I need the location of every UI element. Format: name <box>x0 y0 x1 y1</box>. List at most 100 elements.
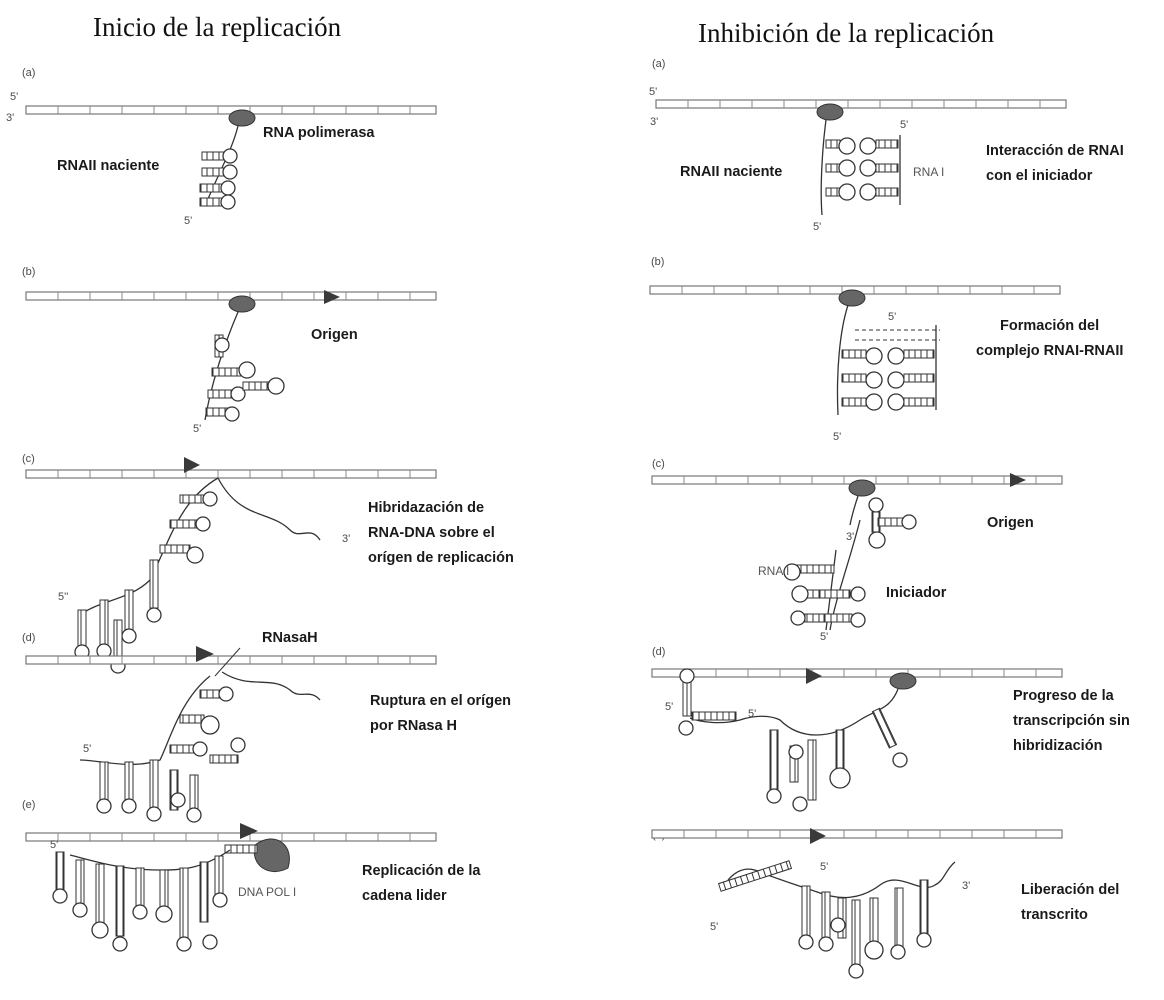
primer-label: Iniciador <box>886 585 947 601</box>
caption-line-2: RNA-DNA sobre el <box>368 525 495 541</box>
five-prime-end: 5' <box>710 921 718 933</box>
rna-polymerase-label: RNA polimerasa <box>263 125 375 141</box>
caption-line-1: Ruptura en el orígen <box>370 693 511 709</box>
released-strand <box>719 861 792 891</box>
five-prime-end: 5' <box>184 215 192 227</box>
caption-line-3: hibridización <box>1013 738 1102 754</box>
dna-bar-body <box>26 292 436 300</box>
duplex-complex <box>842 325 940 410</box>
dna-bar-body <box>26 106 436 114</box>
three-prime-label: 3' <box>6 112 14 124</box>
rna-polymerase-shape <box>890 673 916 689</box>
caption-line-1: Hibridazación de <box>368 500 484 516</box>
five-prime-end: 5' <box>193 423 201 435</box>
five-prime-label: 5' <box>10 91 18 103</box>
right-title: Inhibición de la replicación <box>698 18 995 48</box>
panel-label: (e) <box>22 799 35 811</box>
rnasah-label: RNasaH <box>262 630 318 646</box>
rnai-five-prime: 5' <box>900 119 908 131</box>
panel-label: (b) <box>651 256 664 268</box>
dna-bar-body <box>26 656 436 664</box>
right-panel-c: (c) Origen 3' RNA I Iniciador 5' <box>652 458 1062 643</box>
origin-label: Origen <box>987 515 1034 531</box>
three-prime-end: 3' <box>962 880 970 892</box>
five-prime-end: 5' <box>813 221 821 233</box>
right-panel-d: (d) 5' 5' Progreso de la transcripción s… <box>652 646 1130 811</box>
rna-polymerase-shape <box>849 480 875 496</box>
rnaii-strand <box>850 496 858 525</box>
origin-arrow-icon <box>1010 473 1026 487</box>
dna-pol-shape <box>254 839 289 872</box>
rna-polymerase-shape <box>229 296 255 312</box>
dna-duplex <box>26 833 436 841</box>
rna-polymerase-shape <box>229 110 255 126</box>
caption-line-2: transcripción sin <box>1013 713 1130 729</box>
rnaii-strand <box>821 120 826 215</box>
dna-bar-body <box>26 833 436 841</box>
rna-polymerase-shape <box>817 104 843 120</box>
dna-duplex <box>652 830 1062 838</box>
caption-line-1: Progreso de la <box>1013 688 1115 704</box>
caption-line-2: cadena lider <box>362 888 447 904</box>
five-prime-a: 5' <box>665 701 673 713</box>
rnai-label: RNA I <box>758 564 789 578</box>
caption-line-2: complejo RNAI-RNAII <box>976 343 1123 359</box>
three-prime-end: 3' <box>846 531 854 543</box>
rna-tail <box>222 672 320 700</box>
dna-duplex <box>656 100 1066 108</box>
right-panel-b: (b) 5' 5' Formación del complejo RNAI-RN… <box>650 256 1123 443</box>
nascent-rnaii-label: RNAII naciente <box>57 158 159 174</box>
dna-duplex <box>26 470 436 478</box>
right-panel-a: (a) 5' 3' 5' RNAII naciente RNA I 5' Int… <box>649 58 1124 233</box>
stem-loops <box>75 492 217 673</box>
dna-bar-body <box>656 100 1066 108</box>
stem-loops <box>679 669 907 811</box>
right-panel-e: (e) 5' 3' 5' Liberación del transcrito <box>652 828 1119 978</box>
caption-line-2: transcrito <box>1021 907 1088 923</box>
dna-pol-label: DNA POL I <box>238 885 296 899</box>
panel-label: (b) <box>22 266 35 278</box>
dna-bar-body <box>652 669 1062 677</box>
rna-polymerase-shape <box>839 290 865 306</box>
dna-duplex <box>26 656 436 664</box>
caption-line-1: Interacción de RNAI <box>986 143 1124 159</box>
caption-line-1: Liberación del <box>1021 882 1119 898</box>
five-prime-end: 5' <box>820 631 828 643</box>
five-prime-end: 5' <box>50 839 58 851</box>
five-prime-top: 5' <box>888 311 896 323</box>
caption-line-1: Replicación de la <box>362 863 481 879</box>
five-prime-end: 5' <box>83 743 91 755</box>
panel-label: (a) <box>652 58 665 70</box>
five-prime-end: 5' <box>833 431 841 443</box>
nascent-rnaii-label: RNAII naciente <box>680 164 782 180</box>
left-title: Inicio de la replicación <box>93 12 342 42</box>
rna-tail <box>218 478 320 540</box>
dna-duplex <box>26 292 436 300</box>
stem-loops <box>53 852 227 951</box>
caption-line-1: Formación del <box>1000 318 1099 334</box>
caption-line-2: con el iniciador <box>986 168 1093 184</box>
kissing-loops <box>826 138 898 200</box>
stem-loops <box>799 880 931 978</box>
five-prime-top: 5' <box>820 861 828 873</box>
left-panel-a: (a) 5' 3' RNA polimerasa RNAII naciente … <box>6 67 436 227</box>
three-prime-end: 3' <box>342 533 350 545</box>
five-prime-end: 5'' <box>58 591 68 603</box>
origin-label: Origen <box>311 327 358 343</box>
rnai-label: RNA I <box>913 165 944 179</box>
dna-bar-body <box>26 470 436 478</box>
panel-label: (a) <box>22 67 35 79</box>
caption-line-2: por RNasa H <box>370 718 457 734</box>
five-prime-label: 5' <box>649 86 657 98</box>
left-panel-b: (b) Origen 5' <box>22 266 436 435</box>
panel-label: (d) <box>22 632 35 644</box>
dna-bar-body <box>652 830 1062 838</box>
caption-line-3: orígen de replicación <box>368 550 514 566</box>
stem-loop <box>200 149 237 209</box>
panel-label: (c) <box>652 458 665 470</box>
stem-loops <box>206 335 284 421</box>
left-panel-d: (d) RNasaH 5' Ruptura en el orígen por R… <box>22 630 511 822</box>
panel-label: (d) <box>652 646 665 658</box>
three-prime-label: 3' <box>650 116 658 128</box>
